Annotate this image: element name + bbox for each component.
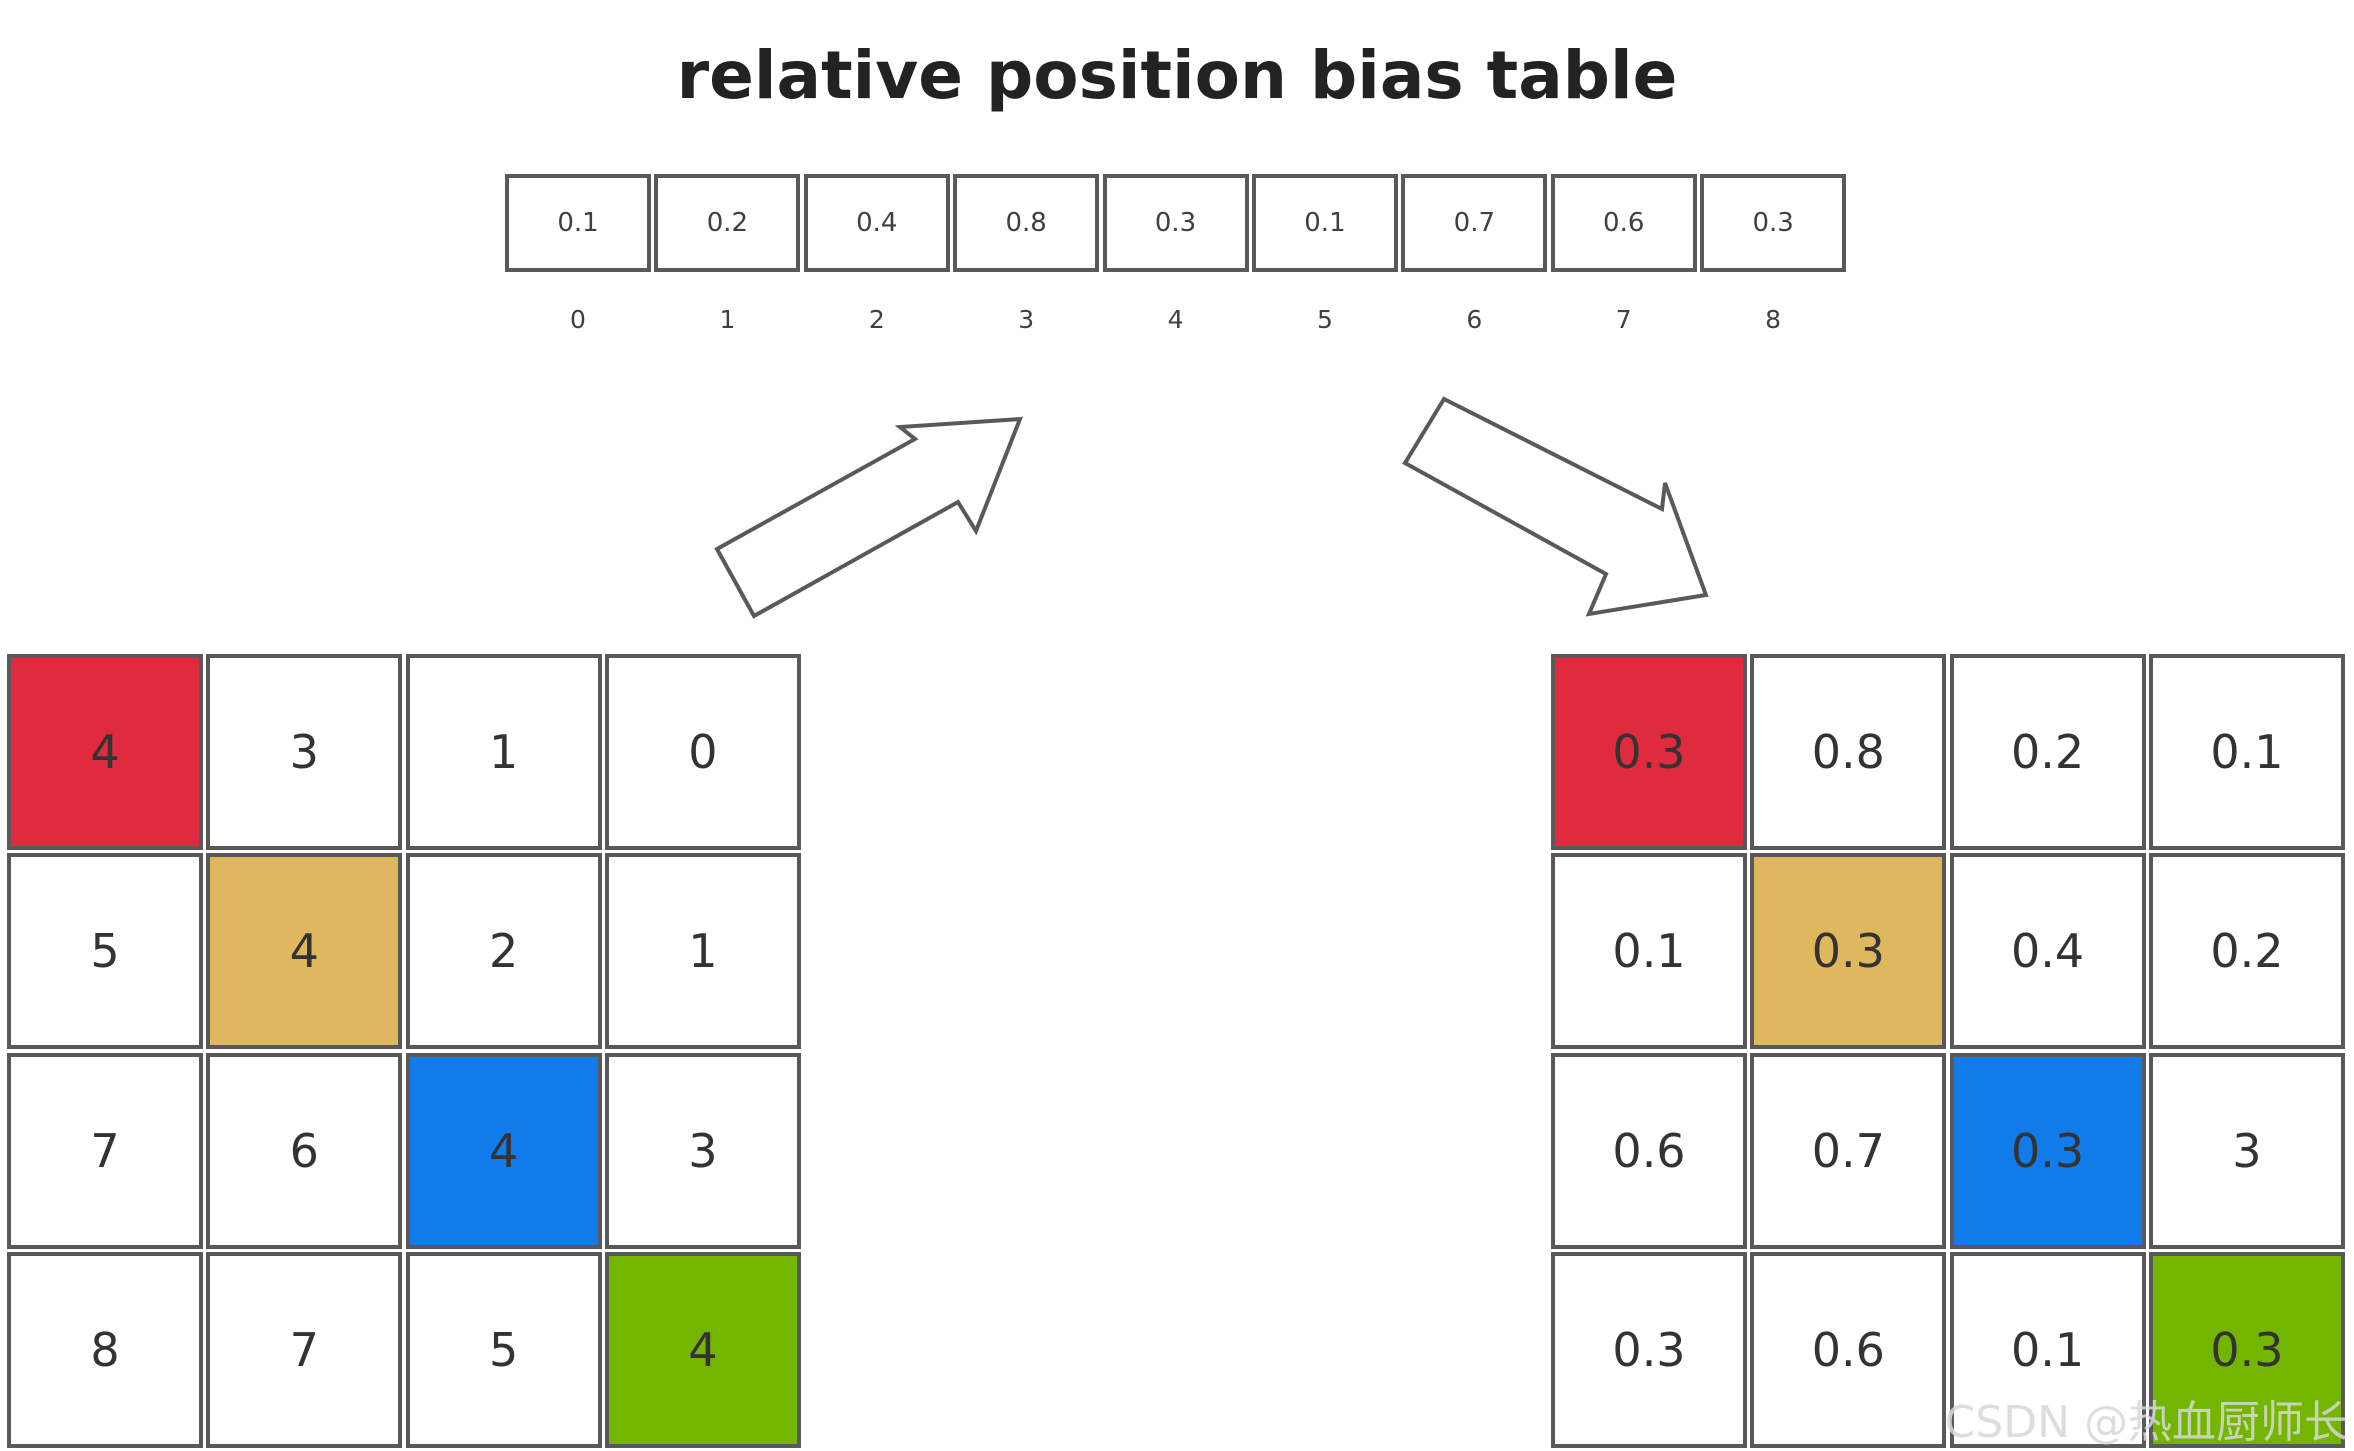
index-grid-cell: 8 xyxy=(7,1251,203,1448)
bias-grid-cell: 0.3 xyxy=(1551,1251,1747,1448)
index-grid-cell: 4 xyxy=(7,654,203,850)
index-grid-cell: 4 xyxy=(206,853,403,1050)
index-grid-cell: 1 xyxy=(604,853,801,1050)
bias-grid-cell: 0.6 xyxy=(1750,1251,1947,1448)
bias-table-index-label: 8 xyxy=(1765,305,1782,334)
bias-grid-cell: 0.3 xyxy=(2148,1251,2345,1448)
bias-table-index-label: 6 xyxy=(1466,305,1483,334)
index-grid-cell: 7 xyxy=(206,1251,403,1448)
bias-grid-cell: 0.1 xyxy=(1949,1251,2146,1448)
bias-table-cell: 0.6 xyxy=(1550,174,1697,272)
bias-table-index-label: 3 xyxy=(1018,305,1035,334)
bias-table-index-label: 5 xyxy=(1317,305,1333,334)
bias-table-cell: 0.3 xyxy=(1102,174,1249,272)
bias-table-cell: 0.8 xyxy=(953,174,1100,272)
index-grid-cell: 7 xyxy=(7,1052,203,1249)
diagram-title: relative position bias table xyxy=(676,37,1678,114)
bias-grid-cell: 0.1 xyxy=(1551,853,1747,1050)
bias-grid-cell: 0.2 xyxy=(2148,853,2345,1050)
bias-grid-cell: 0.2 xyxy=(1949,654,2146,850)
bias-table-index-label: 7 xyxy=(1615,305,1632,334)
index-grid-cell: 2 xyxy=(405,853,602,1050)
bias-table-cell: 0.4 xyxy=(803,174,950,272)
bias-grid-cell: 0.4 xyxy=(1949,853,2146,1050)
index-grid-cell: 1 xyxy=(405,654,602,850)
bias-grid-cell: 0.3 xyxy=(1949,1052,2146,1249)
bias-table-index-label: 0 xyxy=(570,305,586,334)
bias-grid-cell: 0.3 xyxy=(1750,853,1947,1050)
bias-grid-cell: 0.7 xyxy=(1750,1052,1947,1249)
index-grid-cell: 4 xyxy=(405,1052,602,1249)
index-grid-cell: 6 xyxy=(206,1052,403,1249)
index-grid-cell: 0 xyxy=(604,654,801,850)
bias-table-cell: 0.2 xyxy=(654,174,801,272)
bias-table-index-label: 2 xyxy=(868,305,885,334)
bias-table-cell: 0.7 xyxy=(1401,174,1548,272)
bias-table-cell: 0.1 xyxy=(1251,174,1398,272)
bias-grid-cell: 3 xyxy=(2148,1052,2345,1249)
bias-table-indices: 0 1 2 3 4 5 6 7 8 xyxy=(505,305,1846,334)
bias-table-cell: 0.3 xyxy=(1700,174,1847,272)
bias-table-index-label: 4 xyxy=(1167,305,1184,334)
index-grid-cell: 4 xyxy=(604,1251,801,1448)
gather-arrow-icon xyxy=(1402,396,1709,617)
index-grid-cell: 5 xyxy=(7,853,203,1050)
bias-grid-cell: 0.6 xyxy=(1551,1052,1747,1249)
bias-table-index-label: 1 xyxy=(719,305,736,334)
index-grid-cell: 3 xyxy=(206,654,403,850)
index-grid-cell: 5 xyxy=(405,1251,602,1448)
bias-grid-cell: 0.3 xyxy=(1551,654,1747,850)
index-grid-cell: 3 xyxy=(604,1052,801,1249)
bias-table-cell: 0.1 xyxy=(505,174,651,272)
bias-grid-cell: 0.8 xyxy=(1750,654,1947,850)
lookup-arrow-icon xyxy=(714,416,1024,619)
bias-grid-cell: 0.1 xyxy=(2148,654,2345,850)
